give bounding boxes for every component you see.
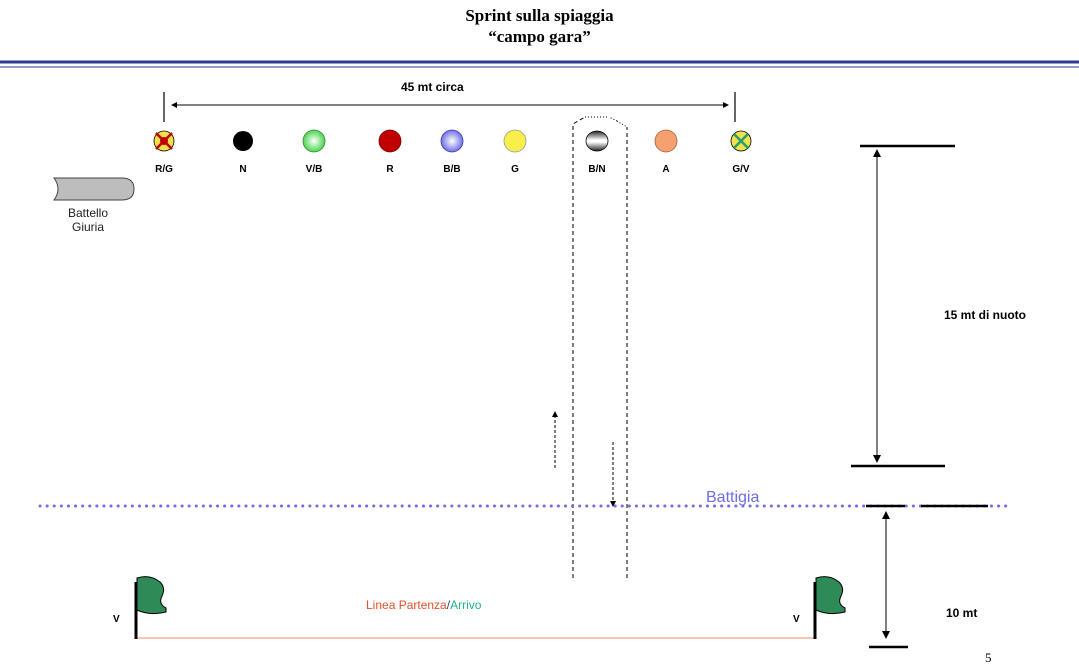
- buoy-g: [503, 129, 527, 153]
- beach-distance-label: 10 mt: [946, 606, 978, 620]
- width-dimension: [163, 92, 736, 122]
- buoy-label-bb: B/B: [443, 164, 461, 175]
- buoy-label-g: G: [511, 164, 519, 175]
- finish-label: Arrivo: [450, 598, 482, 612]
- buoy-rg: [153, 130, 175, 152]
- left-flag-icon: [134, 576, 167, 639]
- right-flag-icon: [813, 576, 846, 639]
- left-flag-label: V: [113, 614, 120, 625]
- judge-boat-label: Battello Giuria: [52, 206, 124, 234]
- right-flag-label: V: [793, 614, 800, 625]
- buoy-a: [654, 129, 678, 153]
- width-label: 45 mt circa: [401, 80, 464, 94]
- swim-distance-label: 15 mt di nuoto: [944, 308, 1026, 322]
- buoy-bn: [585, 130, 609, 152]
- slide-title-line2: “campo gara”: [488, 27, 591, 46]
- buoy-label-n: N: [239, 164, 247, 175]
- start-label-separator: /: [446, 598, 451, 612]
- title-rule: [0, 60, 1079, 68]
- shoreline-label: Battigia: [706, 489, 760, 506]
- buoy-n: [233, 131, 253, 151]
- page-number: 5: [985, 650, 992, 665]
- swim-distance-dimension: [851, 144, 955, 468]
- judge-boat-icon: [53, 177, 135, 201]
- start-finish-label: Linea Partenza/Arrivo: [366, 598, 481, 612]
- buoy-label-rg: R/G: [155, 164, 173, 175]
- buoy-label-r: R: [386, 164, 394, 175]
- buoy-label-bn: B/N: [588, 164, 606, 175]
- judge-boat-label-line1: Battello: [67, 206, 109, 220]
- buoy-label-gv: G/V: [732, 164, 750, 175]
- start-label: Linea Partenza: [366, 598, 447, 612]
- buoy-label-a: A: [662, 164, 670, 175]
- swim-lane: [572, 116, 628, 578]
- buoy-label-vb: V/B: [305, 164, 323, 175]
- buoy-vb: [302, 129, 326, 153]
- judge-boat-label-line2: Giuria: [71, 220, 104, 234]
- slide-title-line1: Sprint sulla spiaggia: [465, 6, 614, 25]
- beach-distance-dimension: [869, 511, 908, 649]
- buoy-gv: [730, 130, 752, 152]
- buoy-bb: [440, 129, 464, 153]
- buoy-r: [378, 129, 402, 153]
